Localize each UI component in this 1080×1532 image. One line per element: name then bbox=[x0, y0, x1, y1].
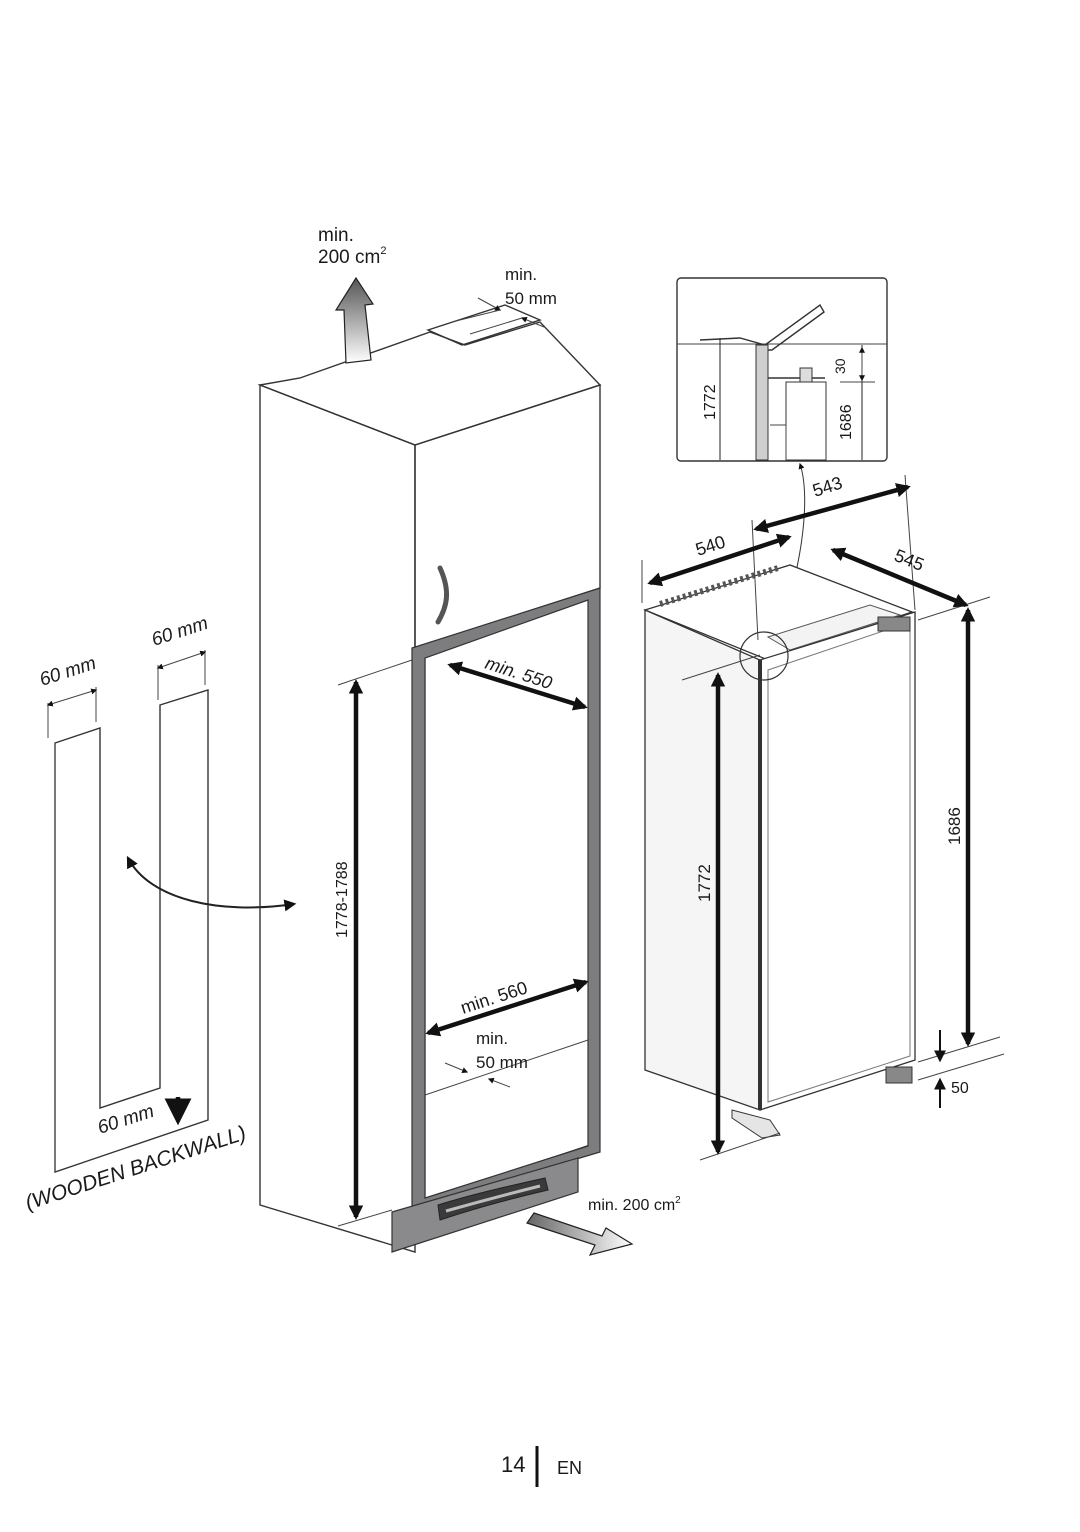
niche-width-top-arrow bbox=[447, 661, 588, 711]
bottom-gap-value-label: 50 mm bbox=[476, 1053, 528, 1072]
bottom-vent-arrow bbox=[526, 1212, 634, 1256]
wooden-backwall bbox=[46, 650, 209, 1173]
backwall-width-right-label: 60 mm bbox=[149, 613, 211, 651]
top-vent-area-label: 200 cm2 bbox=[318, 245, 386, 268]
depth-543-label: 543 bbox=[810, 472, 845, 500]
height-1686-label: 1686 bbox=[945, 807, 964, 845]
top-vent-arrow bbox=[334, 276, 375, 364]
height-1772-label: 1772 bbox=[695, 864, 714, 902]
depth-543-arrow bbox=[753, 483, 911, 533]
top-gap-min-label: min. bbox=[505, 265, 537, 284]
backwall-width-left-label: 60 mm bbox=[37, 653, 99, 691]
top-vent-min-label: min. bbox=[318, 225, 354, 246]
detail-30-label: 30 bbox=[832, 358, 848, 374]
page-number: 14 bbox=[501, 1452, 525, 1477]
gap-50-label: 50 bbox=[951, 1080, 969, 1097]
bottom-vent-label: min. 200 cm2 bbox=[588, 1195, 681, 1214]
depth-540-label: 540 bbox=[693, 531, 728, 559]
built-in-fridge bbox=[643, 564, 916, 1139]
detail-1772-label: 1772 bbox=[702, 384, 719, 420]
depth-545-arrow bbox=[830, 547, 969, 608]
niche-height-label: 1778-1788 bbox=[334, 861, 351, 938]
kitchen-cabinet bbox=[257, 304, 602, 1253]
mount-direction-arrow bbox=[126, 855, 297, 912]
bottom-gap-min-label: min. bbox=[476, 1029, 508, 1048]
depth-545-label: 545 bbox=[892, 545, 927, 575]
depth-540-arrow bbox=[647, 533, 792, 587]
language-label: EN bbox=[557, 1458, 582, 1478]
detail-1686-label: 1686 bbox=[838, 404, 855, 440]
wooden-backwall-label: (WOODEN BACKWALL) bbox=[22, 1122, 248, 1215]
detail-inset bbox=[676, 277, 888, 462]
niche-width-bottom-arrow bbox=[425, 978, 589, 1037]
top-gap-value-label: 50 mm bbox=[505, 289, 557, 308]
